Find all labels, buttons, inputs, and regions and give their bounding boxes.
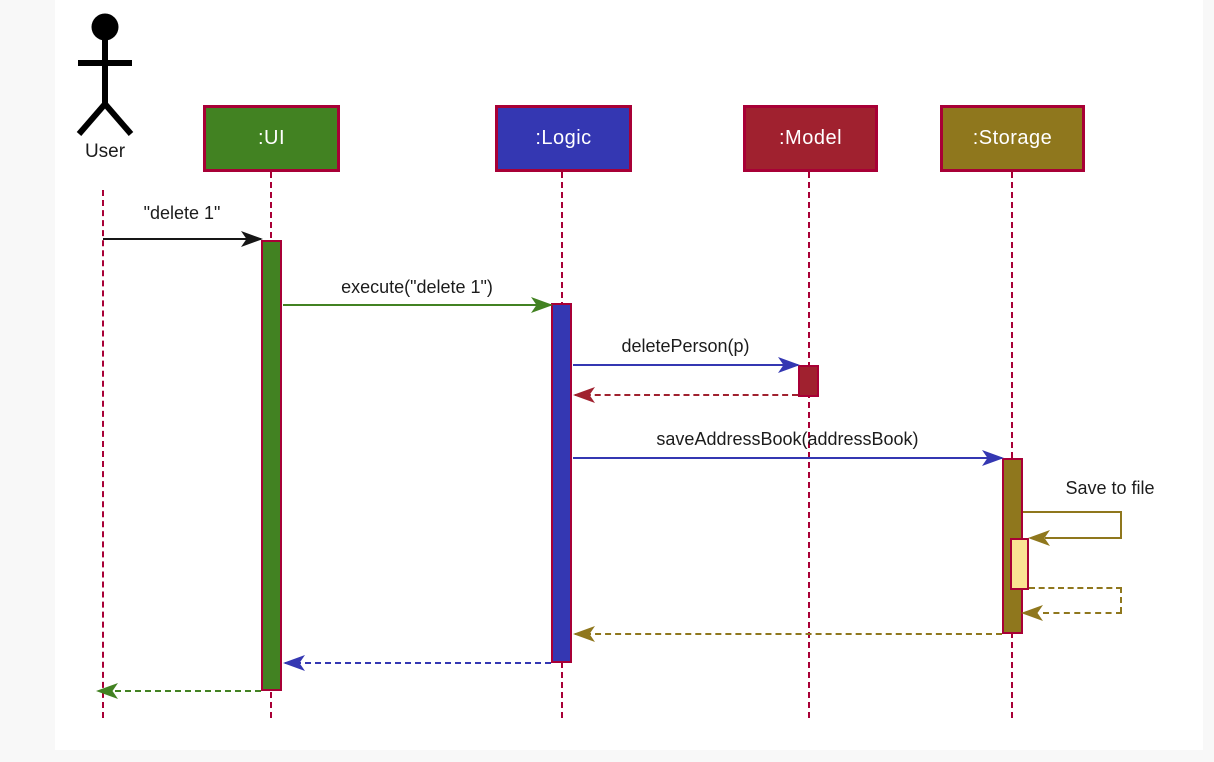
return-line-ui-user [105, 690, 261, 692]
message-label-execute: execute("delete 1") [341, 277, 493, 297]
lifeline-user [102, 190, 104, 718]
message-label-deleteperson: deletePerson(p) [621, 336, 750, 356]
return-line-storage-logic [575, 633, 1002, 635]
self-return-line-right [1120, 587, 1122, 613]
message-label-delete1: "delete 1" [143, 203, 221, 223]
actor-icon [76, 13, 134, 136]
participant-box-ui: :UI [203, 105, 340, 172]
activation-bar-model [798, 365, 819, 397]
lifeline-model [808, 172, 810, 718]
message-line-delete1 [103, 238, 261, 240]
activation-bar-logic [551, 303, 572, 663]
participant-box-logic: :Logic [495, 105, 632, 172]
message-line-execute [283, 304, 551, 306]
self-call-line-top [1023, 511, 1122, 513]
lifeline-storage [1011, 172, 1013, 718]
actor-name-label: User [84, 141, 126, 162]
activation-bar-storage-nested [1010, 538, 1029, 590]
return-line-logic-ui [285, 662, 551, 664]
message-line-deleteperson [573, 364, 798, 366]
message-label-saveaddressbook: saveAddressBook(addressBook) [656, 429, 919, 449]
self-return-line-bottom [1043, 612, 1122, 614]
message-line-saveaddressbook [573, 457, 1002, 459]
participant-box-storage: :Storage [940, 105, 1085, 172]
self-call-line-bottom [1045, 537, 1122, 539]
self-return-line-top [1029, 587, 1122, 589]
activation-bar-ui [261, 240, 282, 691]
self-call-line-right [1120, 511, 1122, 538]
participant-box-model: :Model [743, 105, 878, 172]
message-label-savetofile: Save to file [1065, 478, 1155, 498]
return-line-model-logic [575, 394, 798, 396]
